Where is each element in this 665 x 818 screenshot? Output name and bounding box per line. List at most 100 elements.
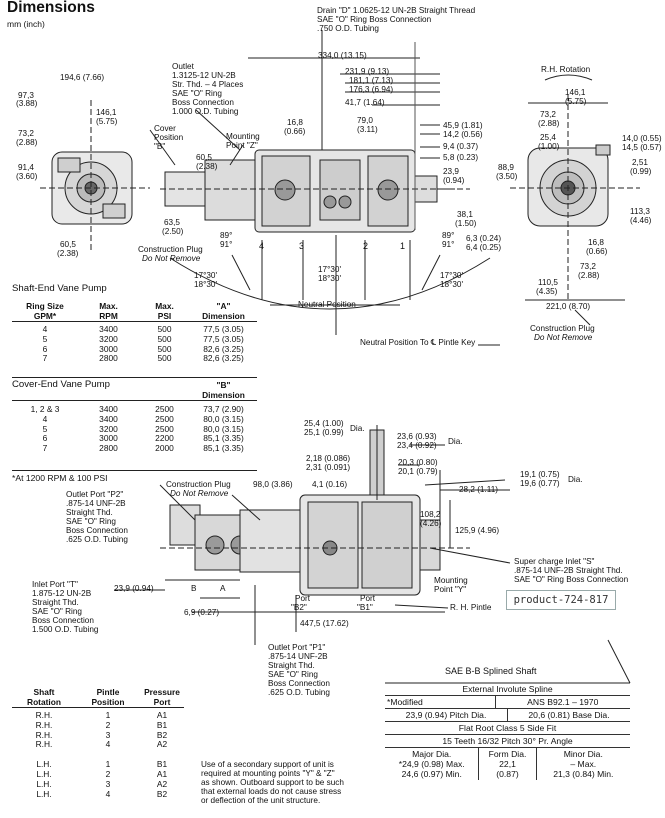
section-b-label: B bbox=[191, 584, 197, 593]
dim-73-2-left: 73,2 bbox=[18, 129, 34, 138]
dia-label-1: Dia. bbox=[350, 424, 365, 433]
position-1-label: 1 bbox=[400, 241, 406, 251]
spline-pitch-dia: 23,9 (0.94) Pitch Dia. bbox=[385, 709, 508, 721]
dim-194-6: 194,6 (7.66) bbox=[60, 73, 105, 82]
dim-6-9: 6,9 (0.27) bbox=[184, 608, 220, 617]
cover-end-title: Cover-End Vane Pump bbox=[12, 379, 110, 390]
dim-334-0: 334,0 (13.15) bbox=[318, 51, 367, 60]
dim-91-4-inch: (3.60) bbox=[16, 172, 38, 181]
spline-standard: ANS B92.1 – 1970 bbox=[527, 697, 599, 707]
outlet-note-line2: 1.3125-12 UN-2B bbox=[172, 71, 236, 80]
port-b2-line1: Port bbox=[295, 594, 311, 603]
angle-18-30-right: 18°30' bbox=[440, 280, 464, 289]
dim-176-3: 176,3 (6.94) bbox=[349, 85, 394, 94]
outlet-p1-line4: SAE "O" Ring bbox=[268, 670, 318, 679]
inlet-t-line1: Inlet Port "T" bbox=[32, 580, 78, 589]
dim-45-9: 45,9 (1.81) bbox=[443, 121, 483, 130]
dim-73-2-right: 73,2 bbox=[540, 110, 556, 119]
dim-23-9-bottom: 23,9 (0.94) bbox=[114, 584, 154, 593]
dim-88-9: 88,9 bbox=[498, 163, 514, 172]
outlet-p1-line2: .875-14 UNF-2B bbox=[268, 652, 328, 661]
spline-fit: Flat Root Class 5 Side Fit bbox=[458, 723, 557, 733]
dim-25-4-shaft: 25,4 (1.00) bbox=[304, 419, 344, 428]
rear-end-view-drawing bbox=[510, 74, 640, 301]
inlet-t-line2: 1.875-12 UN-2B bbox=[32, 589, 92, 598]
angle-89-right: 89° bbox=[442, 231, 455, 240]
construction-plug-right-line2: Do Not Remove bbox=[534, 333, 593, 342]
outlet-p1-line3: Straight Thd. bbox=[268, 661, 315, 670]
dim-25-4-right: 25,4 bbox=[540, 133, 556, 142]
position-4-label: 4 bbox=[259, 241, 265, 251]
dim-6-4: 6,4 (0.25) bbox=[466, 243, 502, 252]
cover-end-header-row: "B"Dimension bbox=[12, 380, 257, 401]
dim-73-2-left-inch: (2.88) bbox=[16, 138, 38, 147]
dim-125-9: 125,9 (4.96) bbox=[455, 526, 500, 535]
angle-18-30-left: 18°30' bbox=[194, 280, 218, 289]
dim-19-6: 19,6 (0.77) bbox=[520, 479, 560, 488]
angle-91-right: 91° bbox=[442, 240, 455, 249]
dim-113-3: 113,3 bbox=[630, 207, 650, 216]
dim-63-5-inch: (2.50) bbox=[162, 227, 184, 236]
dim-73-2-right-inch: (2.88) bbox=[538, 119, 560, 128]
neutral-pintle-label: Neutral Position To ℄ Pintle Key bbox=[360, 338, 476, 347]
angle-91-left: 91° bbox=[220, 240, 233, 249]
rh-rotation-label: R.H. Rotation bbox=[541, 65, 591, 74]
spline-major-dia: Major Dia.*24,9 (0.98) Max.24,6 (0.97) M… bbox=[385, 748, 480, 780]
dim-73-2-lower-inch: (2.88) bbox=[578, 271, 600, 280]
dim-60-5-center: 60,5 bbox=[196, 153, 212, 162]
table-row: Major Dia.*24,9 (0.98) Max.24,6 (0.97) M… bbox=[385, 748, 630, 780]
hdr-a-dimension: "A"Dimension bbox=[202, 301, 245, 321]
dim-5-8: 5,8 (0.23) bbox=[443, 153, 479, 162]
dim-9-4: 9,4 (0.37) bbox=[443, 142, 479, 151]
shaft-end-title: Shaft-End Vane Pump bbox=[12, 283, 107, 294]
angle-18-30-center: 18°30' bbox=[318, 274, 342, 283]
dim-25-1-shaft: 25,1 (0.99) bbox=[304, 428, 344, 437]
spline-modified: *Modified bbox=[385, 696, 496, 708]
dim-2-18: 2,18 (0.086) bbox=[306, 454, 351, 463]
dim-28-2: 28,2 (1.11) bbox=[459, 485, 498, 494]
dim-447-5: 447,5 (17.62) bbox=[300, 619, 349, 628]
dim-6-3: 6,3 (0.24) bbox=[466, 234, 502, 243]
inlet-t-line6: 1.500 O.D. Tubing bbox=[32, 625, 99, 634]
angle-17-30-right: 17°30' bbox=[440, 271, 464, 280]
dim-16-8-top: 16,8 bbox=[287, 118, 303, 127]
support-note-line2: required at mounting points "Y" & "Z" bbox=[201, 769, 335, 778]
dim-16-8-top-inch: (0.66) bbox=[284, 127, 306, 136]
spline-type: External Involute Spline bbox=[462, 684, 553, 694]
bottom-construction-plug-line1: Construction Plug bbox=[166, 480, 231, 489]
dim-91-4: 91,4 bbox=[18, 163, 34, 172]
dim-97-3: 97,3 bbox=[18, 91, 34, 100]
angle-17-30-center: 17°30' bbox=[318, 265, 342, 274]
dim-41-7: 41,7 (1.64) bbox=[345, 98, 385, 107]
outlet-p2-line3: Straight Thd. bbox=[66, 508, 113, 517]
dim-88-9-inch: (3.50) bbox=[496, 172, 518, 181]
supercharge-line1: Super charge Inlet "S" bbox=[514, 557, 595, 566]
mounting-y-line1: Mounting bbox=[434, 576, 468, 585]
bottom-construction-plug-line2: Do Not Remove bbox=[170, 489, 229, 498]
spline-teeth: 15 Teeth 16/32 Pitch 30° Pr. Angle bbox=[442, 736, 573, 746]
dim-23-4: 23,4 (0.92) bbox=[397, 441, 437, 450]
dim-63-5: 63,5 bbox=[164, 218, 180, 227]
inlet-t-line3: Straight Thd. bbox=[32, 598, 79, 607]
hdr-max-rpm: Max.RPM bbox=[99, 301, 118, 321]
dim-25-4-right-inch: (1.00) bbox=[538, 142, 560, 151]
product-id-tag: product-724-817 bbox=[506, 590, 616, 610]
mounting-z-line2: Point "Z" bbox=[226, 141, 258, 150]
units-subtitle: mm (inch) bbox=[7, 19, 45, 29]
cover-note-line2: Position bbox=[154, 133, 184, 142]
drain-note-line3: .750 O.D. Tubing bbox=[317, 24, 379, 33]
dim-38-1: 38,1 bbox=[457, 210, 473, 219]
dim-4-1: 4,1 (0.16) bbox=[312, 480, 348, 489]
front-end-view-drawing bbox=[40, 100, 150, 250]
